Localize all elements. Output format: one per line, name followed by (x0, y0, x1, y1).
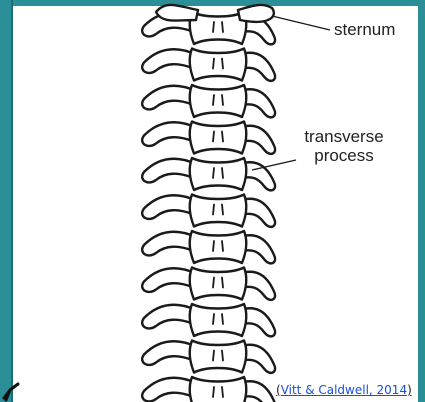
vertebral-body (190, 195, 246, 227)
vertebra (142, 231, 275, 263)
vertebra (142, 85, 275, 117)
left-transverse-process (142, 159, 196, 183)
sternum-left-wing (156, 5, 198, 21)
vertebral-column (142, 5, 275, 402)
vertebra (142, 341, 275, 373)
slide-corner-mark (0, 378, 28, 402)
vertebral-body (190, 304, 246, 336)
vertebral-body (190, 49, 246, 81)
sternum-right-wing (238, 5, 274, 22)
vertebra (142, 304, 275, 336)
vertebral-body (190, 377, 246, 402)
vertebral-body (190, 85, 246, 117)
vertebral-body (190, 341, 246, 373)
citation-link[interactable]: Vitt & Caldwell, 2014 (281, 383, 407, 397)
sternum-label: sternum (334, 20, 395, 39)
vertebra (142, 195, 275, 227)
vertebra (142, 122, 275, 154)
left-transverse-process (142, 268, 196, 292)
citation-close-paren: ) (407, 383, 412, 397)
left-transverse-process (142, 305, 196, 329)
transverse-process-label-line1: transverse (296, 127, 392, 146)
transverse-process-label: transverse process (296, 127, 392, 165)
vertebral-body (190, 122, 246, 154)
vertebral-body (190, 268, 246, 300)
figure-citation[interactable]: (Vitt & Caldwell, 2014) (276, 383, 412, 397)
left-transverse-process (142, 378, 196, 402)
left-transverse-process (142, 195, 196, 219)
left-transverse-process (142, 86, 196, 110)
left-transverse-process (142, 341, 196, 365)
left-transverse-process (142, 49, 196, 73)
vertebral-body (190, 12, 246, 44)
transverse-process-label-line2: process (296, 146, 392, 165)
vertebra (142, 49, 275, 81)
vertebra (142, 377, 275, 402)
vertebra (142, 268, 275, 300)
left-transverse-process (142, 232, 196, 256)
left-transverse-process (142, 122, 196, 146)
vertebral-body (190, 231, 246, 263)
vertebral-body (190, 158, 246, 190)
sternum-leader-line (272, 16, 330, 30)
vertebra (142, 158, 275, 190)
